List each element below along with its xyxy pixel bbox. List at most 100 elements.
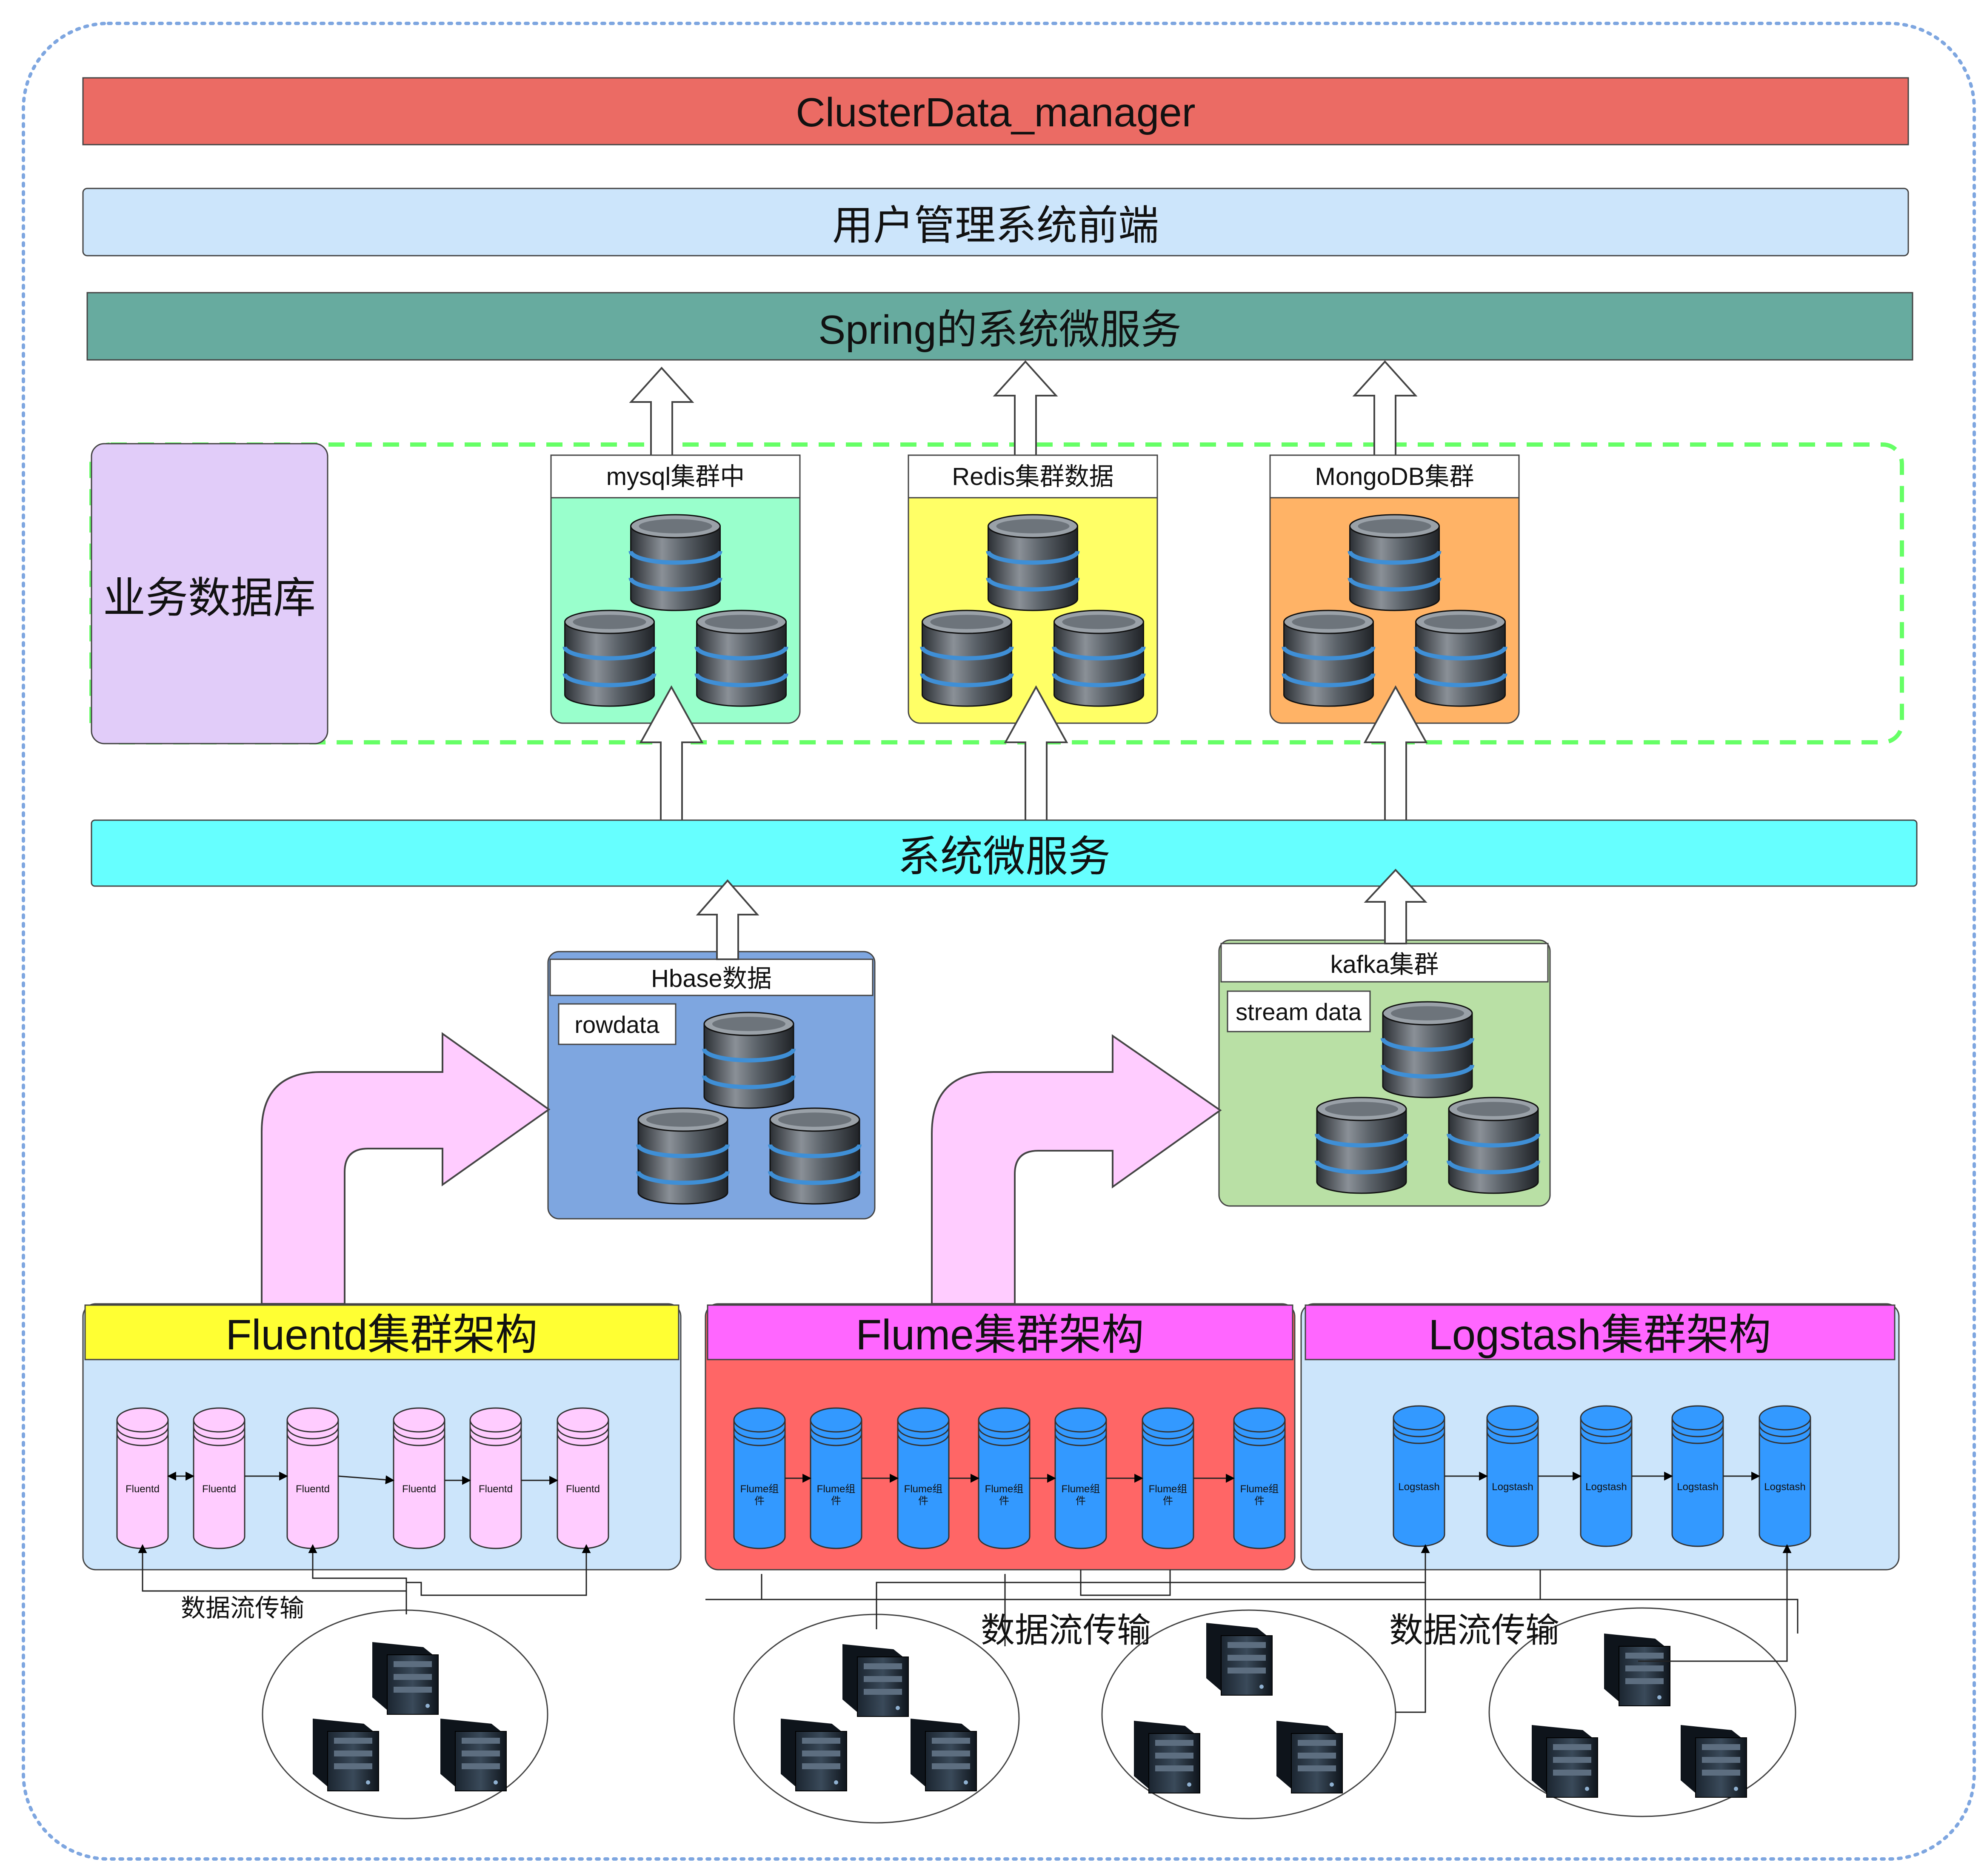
fluentd-node-6: Fluentd [557,1407,609,1549]
logstash-node-3-label: Logstash [1585,1481,1627,1493]
mongo-db-icon-left [1282,610,1376,707]
server-2-1 [842,1644,909,1717]
title-text: ClusterData_manager [796,90,1195,135]
server-1-2 [313,1719,379,1791]
up-arrow-kafka [1364,869,1427,944]
logstash-node-5: Logstash [1759,1405,1811,1547]
up-arrow-ms-to-mysql [639,685,704,822]
pink-arrow-flume [931,1034,1222,1305]
mysql-db-icon-right [694,610,788,707]
fluentd-node-2-label: Fluentd [202,1483,236,1495]
mongo-title-box [1269,454,1520,499]
up-arrow-ms-to-redis [1004,685,1068,822]
up-arrow-ms-to-mongo [1363,685,1428,822]
flume-node-1-label: Flume组 [740,1483,779,1495]
hbase-tag: rowdata [574,1011,659,1038]
title-bar [82,77,1909,145]
fluentd-node-2: Fluentd [193,1407,246,1549]
node-link [338,1475,395,1485]
up-arrow-hbase [696,879,759,960]
logstash-node-2-label: Logstash [1492,1481,1533,1493]
flume-node-4-label-2: 件 [999,1495,1009,1507]
business-db-text: 业务数据库 [103,574,316,622]
fluentd-node-1: Fluentd [116,1407,169,1549]
mongo-title: MongoDB集群 [1315,463,1474,490]
kafka-title: kafka集群 [1330,951,1439,978]
logstash-header [1305,1304,1896,1360]
server-2-2 [781,1719,847,1791]
flume-node-4-label: Flume组 [985,1483,1024,1495]
mysql-db-icon-left [562,610,657,707]
fluentd-node-1-label: Fluentd [126,1483,160,1495]
mysql-db-icon-top [628,514,722,611]
flume-node-5-label: Flume组 [1062,1483,1100,1495]
business-db-box [91,443,328,744]
flume-node-5-label-2: 件 [1076,1495,1086,1507]
fluentd-node-5: Fluentd [469,1407,522,1549]
flume-node-3-label: Flume组 [904,1483,943,1495]
server-3-3 [1276,1721,1343,1793]
flume-node-6-label-2: 件 [1163,1495,1173,1507]
redis-title-box [908,454,1158,499]
hbase-db-icon-right [768,1107,862,1205]
fluentd-node-5-label: Fluentd [479,1483,513,1495]
mysql-title-box [550,454,801,499]
hbase-tag-box [558,1003,677,1045]
fluentd-title: Fluentd集群架构 [226,1311,538,1359]
microservice-bar [91,819,1918,887]
outer-border [22,22,1976,1861]
flow-wires [138,1544,1799,1713]
fluentd-node-3: Fluentd [286,1407,339,1549]
server-2-3 [911,1719,977,1791]
spring-bar [86,292,1913,361]
kafka-db-icon-top [1381,1001,1474,1098]
mongo-db-icon-top [1348,514,1442,611]
fluentd-node-6-label: Fluentd [566,1483,600,1495]
kafka-title-box [1220,943,1549,983]
hbase-title-box [549,958,874,996]
kafka-tag: stream data [1236,998,1362,1025]
fluentd-node-3-label: Fluentd [296,1483,330,1495]
logstash-node-1: Logstash [1393,1405,1445,1547]
redis-db-icon-top [986,514,1080,611]
flume-header [707,1304,1293,1360]
redis-title: Redis集群数据 [952,463,1113,490]
flume-node-3-label-2: 件 [918,1495,928,1507]
server-group-2 [733,1614,1020,1824]
logstash-node-5-label: Logstash [1764,1481,1805,1493]
flume-title: Flume集群架构 [856,1311,1144,1359]
storage-region [89,442,1904,744]
hbase-db-icon-left [636,1107,730,1205]
server-1-1 [372,1642,439,1715]
frontend-bar [82,188,1909,257]
fluentd-node-4: Fluentd [393,1407,445,1549]
fluentd-node-4-label: Fluentd [402,1483,436,1495]
kafka-tag-box [1227,990,1371,1032]
logstash-node-4-label: Logstash [1677,1481,1718,1493]
flume-node-7-label: Flume组 [1240,1483,1279,1495]
flume-node-1-label-2: 件 [754,1495,765,1507]
up-arrow-mongo-to-spring [1352,360,1418,458]
server-4-1 [1604,1634,1670,1706]
flow-label-1: 数据流传输 [181,1594,304,1622]
logstash-node-4: Logstash [1671,1405,1724,1547]
up-arrow-redis-to-spring [993,360,1058,458]
pink-arrow-fluentd [261,1032,551,1305]
redis-db-icon-right [1052,610,1146,707]
flume-node-7-label-2: 件 [1254,1495,1265,1507]
logstash-node-3: Logstash [1580,1405,1633,1547]
flume-node-2-label-2: 件 [831,1495,841,1507]
server-4-2 [1532,1725,1598,1798]
server-4-3 [1681,1725,1747,1798]
logstash-title: Logstash集群架构 [1428,1311,1771,1359]
server-3-2 [1134,1721,1200,1793]
flume-node-6-label: Flume组 [1149,1483,1188,1495]
